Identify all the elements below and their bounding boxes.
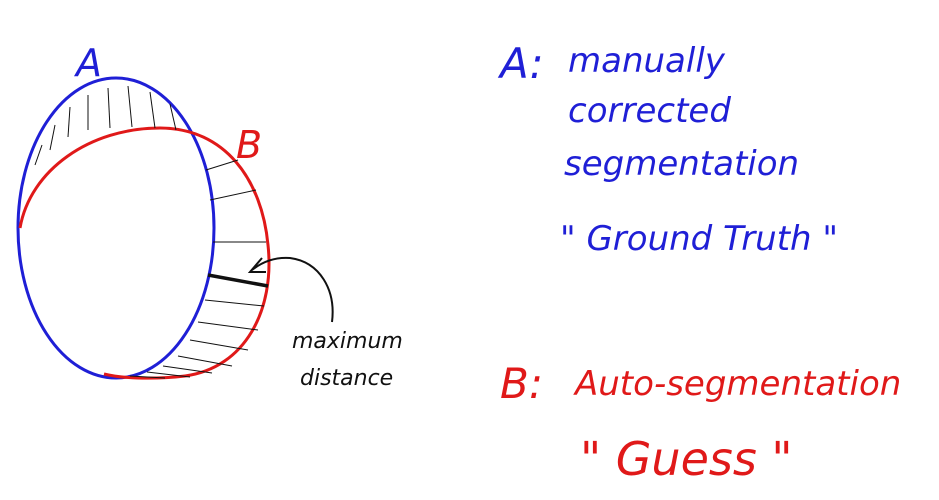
annotation-arrow — [251, 256, 334, 323]
distance-hatch-top — [34, 85, 177, 166]
maximum-distance-line — [207, 273, 269, 288]
arrow-head-icon — [247, 257, 266, 273]
legend-a-line2: corrected — [568, 91, 731, 131]
legend-a-line1: manually — [568, 41, 726, 81]
legend-b-prefix: B: — [500, 359, 543, 408]
distance-hatch-right — [129, 159, 266, 379]
legend-b-line1: Auto-segmentation — [573, 364, 901, 404]
legend-a-quote: " Ground Truth " — [560, 219, 838, 259]
label-a: A — [73, 41, 102, 85]
legend-a-line3: segmentation — [564, 144, 799, 184]
annotation-maximum: maximum — [292, 329, 403, 354]
label-b: B — [236, 123, 262, 167]
legend-b-quote: " Guess " — [580, 432, 793, 486]
legend-a-prefix: A: — [497, 39, 544, 88]
annotation-distance: distance — [300, 366, 393, 391]
contour-b — [18, 126, 271, 380]
contour-a — [16, 76, 216, 380]
